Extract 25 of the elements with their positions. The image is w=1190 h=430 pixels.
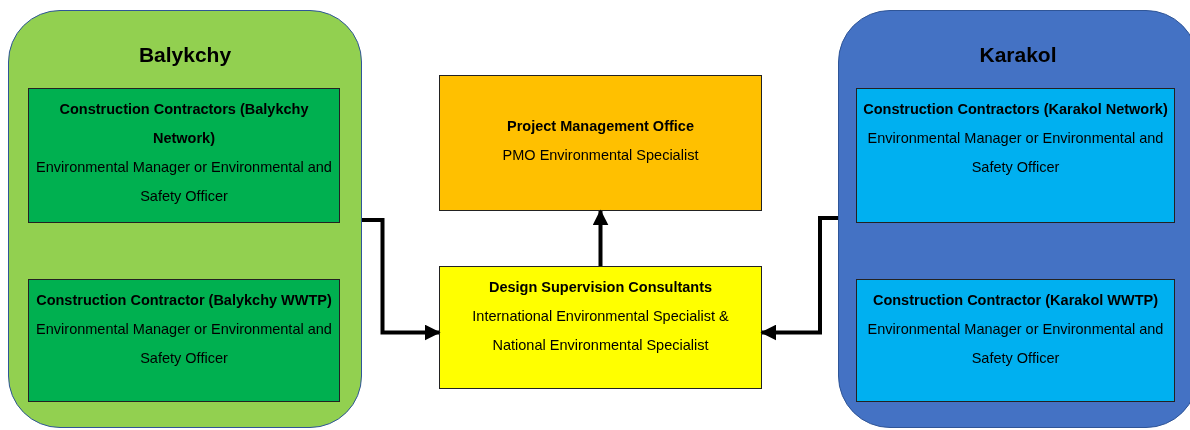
role-box [439,75,762,211]
box-heading: Construction Contractor (Balykchy WWTP) [35,291,333,310]
role-text: Environmental Manager or Environmental and Safety Officer [866,320,1165,368]
role-text: International Environmental Specialist & National Environmental Specialist [471,307,730,355]
arrow [362,218,441,341]
arrow [760,216,838,341]
role-text: Environmental Manager or Environmental and Safety Officer [35,158,333,206]
role-box [28,88,340,223]
group-panel [8,10,362,428]
box-heading: Construction Contractors (Balykchy Network) [58,100,310,148]
group-title: Karakol [978,43,1058,67]
role-box [28,279,340,402]
box-heading: Project Management Office [506,117,695,136]
role-text: Environmental Manager or Environmental and Safety Officer [35,320,333,368]
role-text: Environmental Manager or Environmental and Safety Officer [866,129,1165,177]
arrow [592,209,609,266]
role-text: PMO Environmental Specialist [501,146,700,165]
box-heading: Construction Contractors (Karakol Network) [863,100,1168,119]
group-panel [838,10,1190,428]
box-heading: Design Supervision Consultants [487,278,714,297]
role-box [856,279,1175,402]
group-title: Balykchy [137,43,233,67]
role-box [856,88,1175,223]
role-box [439,266,762,389]
box-heading: Construction Contractor (Karakol WWTP) [871,291,1160,310]
